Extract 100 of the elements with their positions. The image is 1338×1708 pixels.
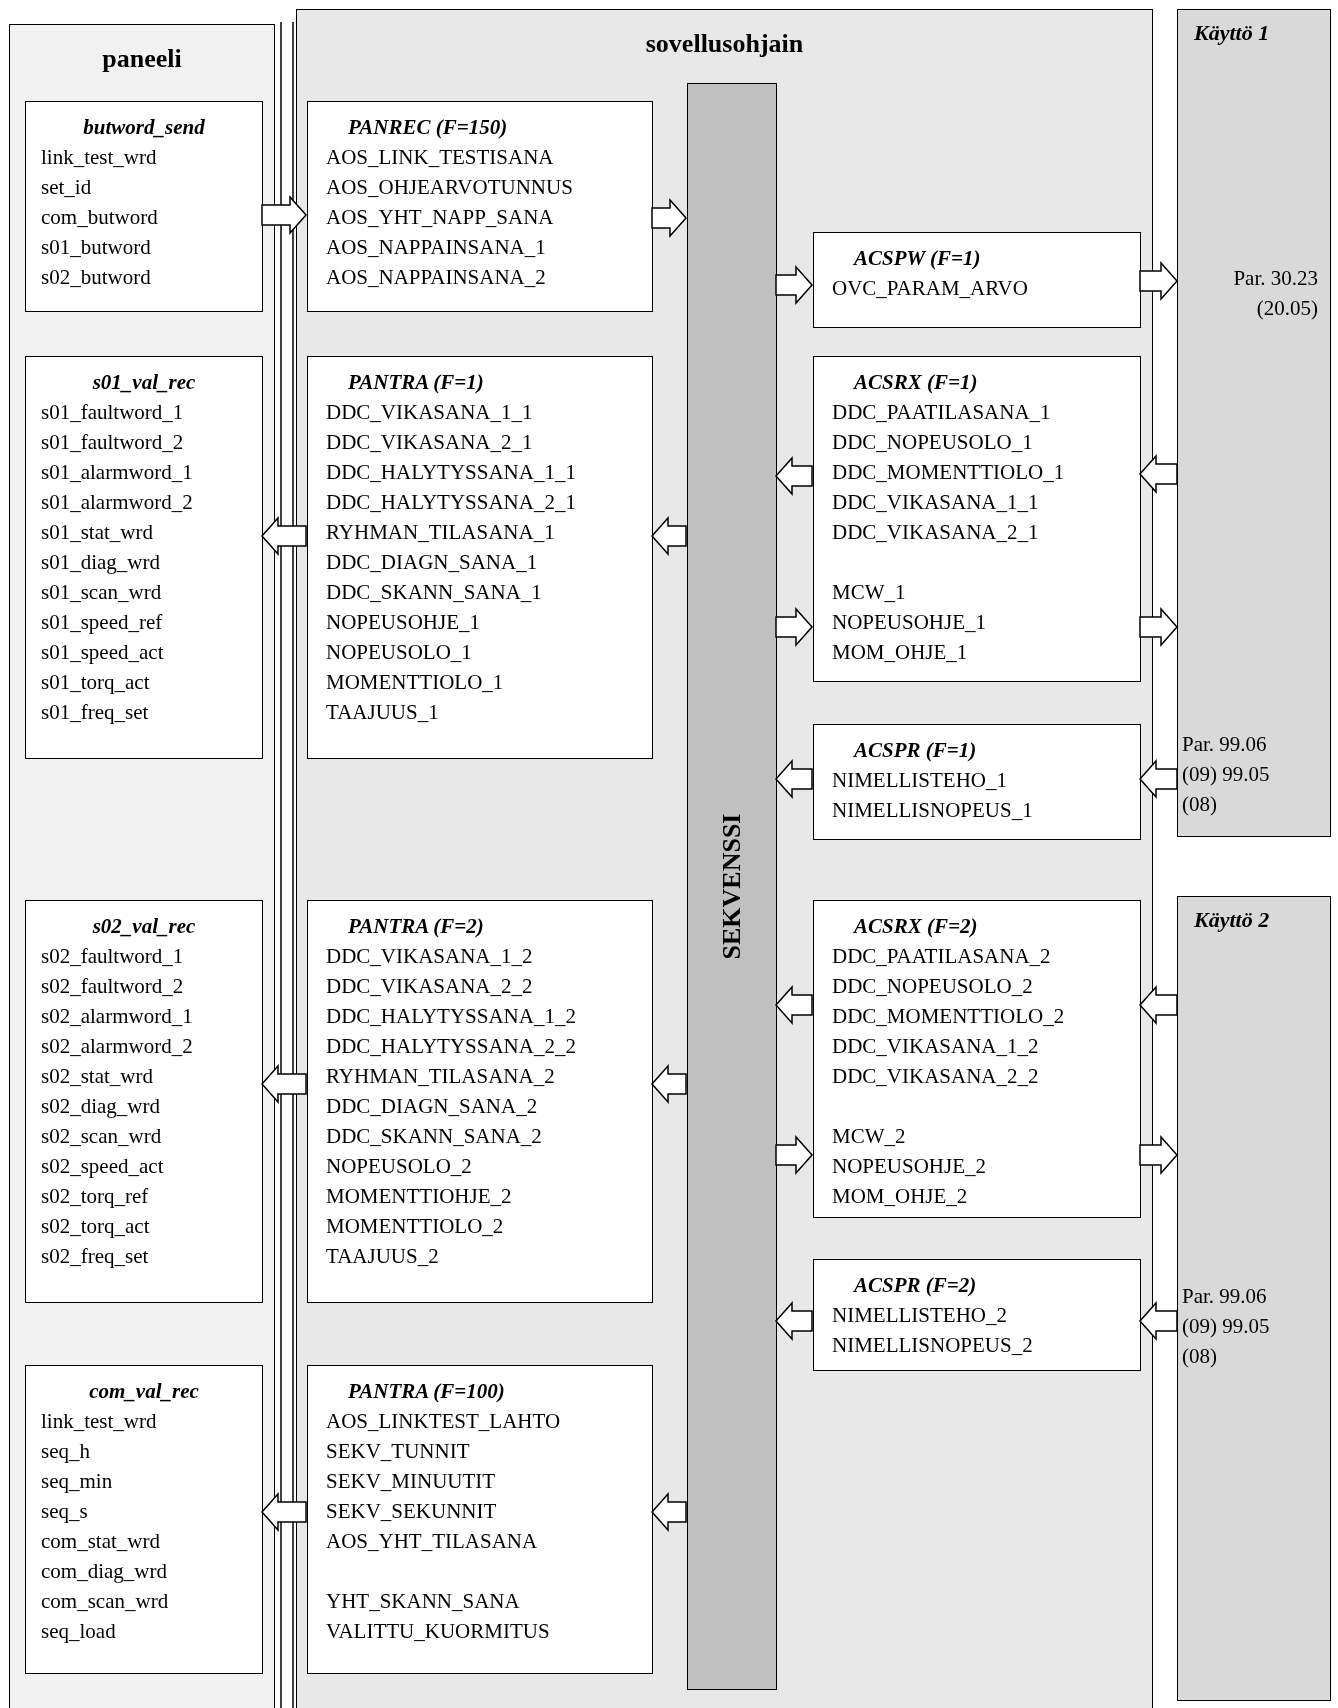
field-name: MOMENTTIOLO_2 — [326, 1213, 504, 1240]
field-name: RYHMAN_TILASANA_2 — [326, 1063, 555, 1090]
field-name: DDC_PAATILASANA_1 — [832, 399, 1051, 426]
field-name: s01_stat_wrd — [41, 519, 153, 546]
field-name: com_stat_wrd — [41, 1528, 160, 1555]
record-box — [813, 1259, 1141, 1371]
field-name: s01_scan_wrd — [41, 579, 162, 606]
field-name: NOPEUSOHJE_1 — [832, 609, 986, 636]
record-heading: s02_val_rec — [92, 913, 196, 940]
record-box — [307, 101, 653, 312]
block-arrow — [775, 607, 813, 647]
field-name: com_scan_wrd — [41, 1588, 169, 1615]
field-name: s02_faultword_1 — [41, 943, 184, 970]
field-name: seq_s — [41, 1498, 88, 1525]
field-name: SEKV_SEKUNNIT — [326, 1498, 497, 1525]
field-name: AOS_NAPPAINSANA_2 — [326, 264, 546, 291]
record-heading: PANTRA (F=1) — [348, 369, 484, 396]
panel-title: sovellusohjain — [644, 28, 805, 60]
field-name: NOPEUSOHJE_2 — [832, 1153, 986, 1180]
block-arrow — [775, 1135, 813, 1175]
field-name: AOS_YHT_NAPP_SANA — [326, 204, 554, 231]
field-name: seq_min — [41, 1468, 113, 1495]
record-box — [25, 356, 263, 759]
record-heading: com_val_rec — [89, 1378, 199, 1405]
field-name: AOS_NAPPAINSANA_1 — [326, 234, 546, 261]
field-name: TAAJUUS_2 — [326, 1243, 439, 1270]
sequence-bar — [687, 83, 777, 1690]
record-box — [307, 356, 653, 759]
field-name: MOM_OHJE_1 — [832, 639, 968, 666]
block-arrow — [651, 198, 687, 238]
field-name: s01_diag_wrd — [41, 549, 160, 576]
block-arrow — [651, 1064, 687, 1104]
field-name: MOMENTTIOHJE_2 — [326, 1183, 512, 1210]
field-name: s01_torq_act — [41, 669, 150, 696]
drive-panel — [1177, 9, 1331, 837]
field-name: DDC_PAATILASANA_2 — [832, 943, 1051, 970]
field-name: s02_alarmword_1 — [41, 1003, 193, 1030]
field-name: s02_torq_ref — [41, 1183, 149, 1210]
parameter-label: Par. 30.23 (20.05) — [1232, 265, 1318, 322]
record-heading: ACSPR (F=1) — [854, 737, 977, 764]
field-name: DDC_DIAGN_SANA_2 — [326, 1093, 538, 1120]
sequence-label: SEKVENSSI — [716, 813, 748, 960]
field-name: s02_diag_wrd — [41, 1093, 160, 1120]
record-box — [813, 356, 1141, 682]
field-name: s01_butword — [41, 234, 151, 261]
field-name: DDC_VIKASANA_1_1 — [832, 489, 1039, 516]
field-name: s01_speed_ref — [41, 609, 163, 636]
field-name: s02_torq_act — [41, 1213, 150, 1240]
block-arrow — [775, 985, 813, 1025]
field-name: NOPEUSOHJE_1 — [326, 609, 480, 636]
block-arrow — [651, 516, 687, 556]
field-name: com_diag_wrd — [41, 1558, 167, 1585]
field-name: DDC_VIKASANA_2_2 — [832, 1063, 1039, 1090]
field-name: NIMELLISNOPEUS_1 — [832, 797, 1033, 824]
drive-panel — [1177, 896, 1331, 1701]
field-name: s02_stat_wrd — [41, 1063, 153, 1090]
block-arrow — [1139, 1135, 1178, 1175]
field-name: s01_alarmword_1 — [41, 459, 193, 486]
field-name: DDC_VIKASANA_1_2 — [832, 1033, 1039, 1060]
record-box — [25, 900, 263, 1303]
field-name: MOMENTTIOLO_1 — [326, 669, 504, 696]
panel — [296, 9, 1153, 1708]
record-box — [813, 900, 1141, 1218]
field-name: DDC_MOMENTTIOLO_1 — [832, 459, 1065, 486]
field-name: AOS_LINK_TESTISANA — [326, 144, 554, 171]
field-name: MOM_OHJE_2 — [832, 1183, 968, 1210]
field-name: s01_faultword_1 — [41, 399, 184, 426]
panel-title: paneeli — [101, 43, 183, 75]
block-arrow — [1139, 759, 1178, 799]
field-name: NOPEUSOLO_1 — [326, 639, 472, 666]
field-name: s01_speed_act — [41, 639, 164, 666]
panel — [9, 24, 275, 1708]
block-arrow — [261, 516, 307, 556]
record-box — [307, 900, 653, 1303]
field-name: DDC_NOPEUSOLO_2 — [832, 973, 1033, 1000]
field-name: VALITTU_KUORMITUS — [326, 1618, 550, 1645]
field-name: NIMELLISNOPEUS_2 — [832, 1332, 1033, 1359]
field-name: DDC_MOMENTTIOLO_2 — [832, 1003, 1065, 1030]
field-name: DDC_VIKASANA_2_1 — [832, 519, 1039, 546]
record-box — [813, 724, 1141, 840]
record-box — [25, 1365, 263, 1674]
field-name: s02_freq_set — [41, 1243, 149, 1270]
record-heading: ACSPW (F=1) — [854, 245, 981, 272]
record-heading: ACSRX (F=2) — [854, 913, 978, 940]
field-name: DDC_DIAGN_SANA_1 — [326, 549, 538, 576]
field-name: YHT_SKANN_SANA — [326, 1588, 520, 1615]
field-name: s01_alarmword_2 — [41, 489, 193, 516]
field-name: DDC_VIKASANA_2_2 — [326, 973, 533, 1000]
record-heading: s01_val_rec — [92, 369, 196, 396]
record-box — [307, 1365, 653, 1674]
field-name: s02_scan_wrd — [41, 1123, 162, 1150]
block-arrow — [775, 759, 813, 799]
block-arrow — [261, 195, 307, 235]
field-name: s01_faultword_2 — [41, 429, 184, 456]
record-heading: PANTRA (F=100) — [348, 1378, 505, 1405]
record-heading: PANTRA (F=2) — [348, 913, 484, 940]
field-name: AOS_LINKTEST_LAHTO — [326, 1408, 561, 1435]
drive-heading: Käyttö 2 — [1194, 906, 1270, 934]
parameter-label: Par. 99.06 (09) 99.05 (08) — [1182, 731, 1271, 818]
field-name: DDC_SKANN_SANA_1 — [326, 579, 542, 606]
